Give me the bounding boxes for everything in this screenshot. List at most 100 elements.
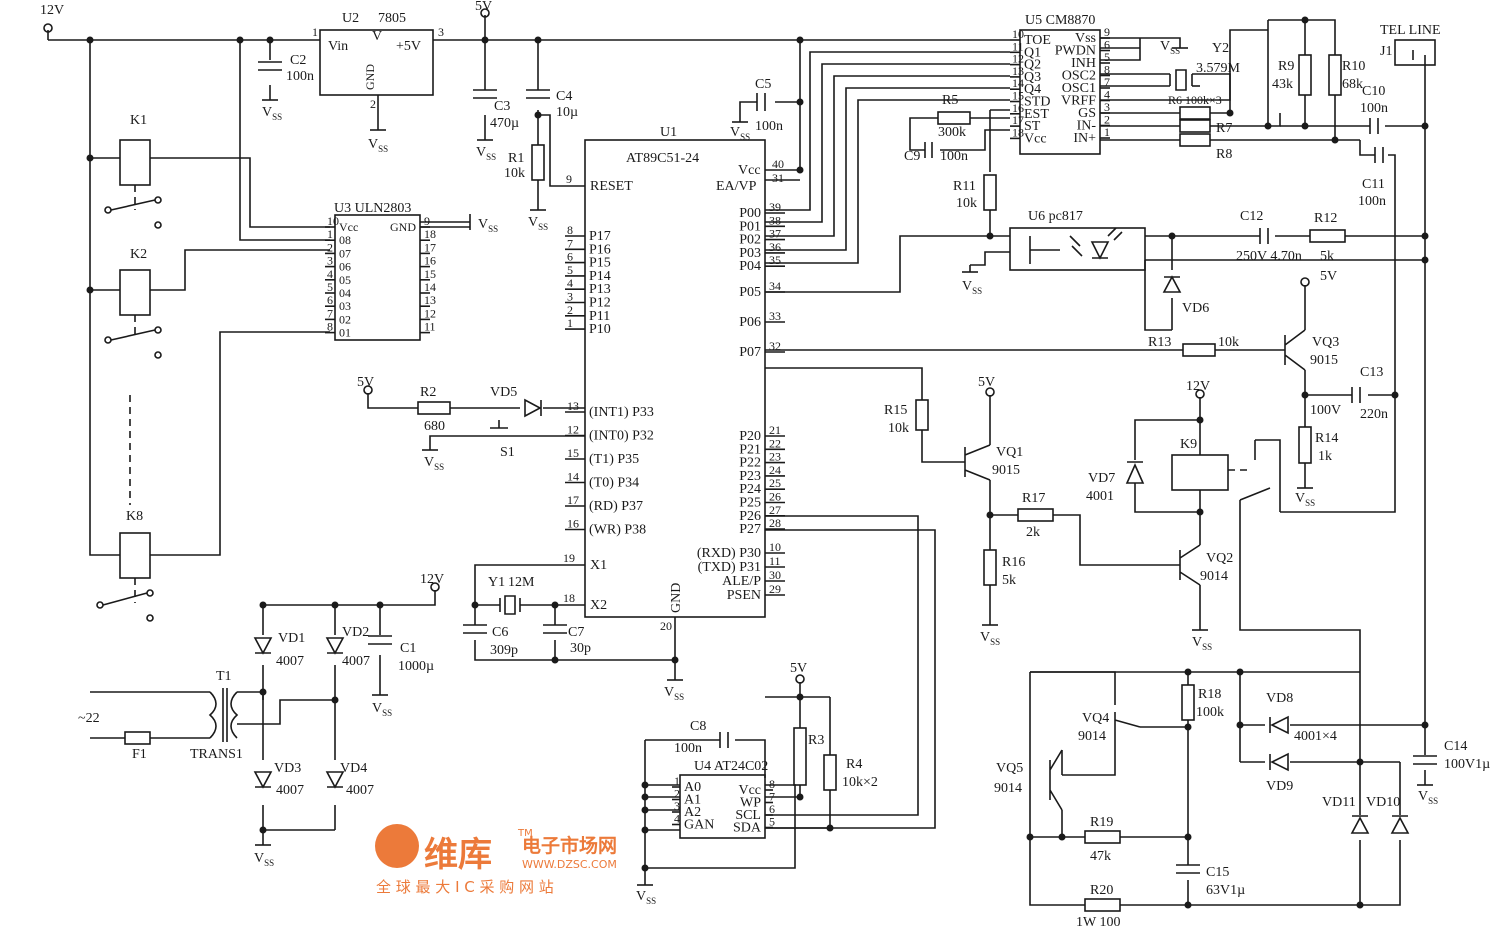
c11-ref: C11 — [1362, 177, 1385, 192]
u5-pin-number: 2 — [1104, 113, 1110, 127]
r4-val: 10k×2 — [842, 775, 878, 790]
u1-pin-name: (T0) P34 — [589, 476, 639, 491]
u2-regulator-body — [319, 29, 434, 96]
u1-pin-number: 12 — [567, 423, 579, 437]
vd8-val: 4001×4 — [1294, 729, 1337, 744]
u2-gnd: GND — [363, 64, 377, 90]
r15-ref: R15 — [884, 403, 907, 418]
c7-ref: C7 — [568, 625, 584, 640]
u1-pin-name: P13 — [589, 282, 611, 297]
u5-pin-number: 9 — [1104, 25, 1110, 39]
vq2-val: 9014 — [1200, 569, 1228, 584]
r3-ref: R3 — [808, 733, 824, 748]
c15-ref: C15 — [1206, 865, 1229, 880]
u3-pin-number: 1 — [327, 227, 333, 241]
u1-pin-name: P23 — [739, 469, 761, 484]
c2-val: 100n — [286, 69, 314, 84]
r16-ref: R16 — [1002, 555, 1025, 570]
u1-pin-name: P11 — [589, 309, 610, 324]
u1-vcc: Vcc — [738, 163, 761, 178]
u1-pin-number: 25 — [769, 476, 781, 490]
r17-ref: R17 — [1022, 491, 1045, 506]
c9-val: 100n — [940, 149, 968, 164]
c1-ref: C1 — [400, 641, 416, 656]
u4-pin-name: GAN — [684, 818, 714, 833]
r19-val: 47k — [1090, 849, 1111, 864]
u3-pin-number: 11 — [424, 320, 436, 334]
vd1-ref: VD1 — [278, 631, 305, 646]
u1-pin-name: P15 — [589, 256, 611, 271]
u1-pin-number: 17 — [567, 493, 579, 507]
vq4-ref: VQ4 — [1082, 711, 1109, 726]
u5-pin-name: IN- — [1077, 119, 1097, 134]
u1-pin9: 9 — [566, 172, 572, 186]
k8-ref: K8 — [126, 509, 143, 524]
u2-v: V — [372, 29, 382, 44]
u1-pin-number: 27 — [769, 503, 781, 517]
u1-pin-name: P00 — [739, 206, 761, 221]
u1-pin18: 18 — [563, 591, 575, 605]
u1-pin-number: 14 — [567, 470, 579, 484]
vss-label: VSS — [1295, 491, 1315, 508]
u1-x1: X1 — [590, 558, 607, 573]
u1-pin-name: (RXD) P30 — [697, 546, 761, 561]
u3-driver-body — [334, 214, 421, 341]
u1-pin40: 40 — [772, 157, 784, 171]
u4-pin-name: A0 — [684, 780, 701, 795]
r12-val: 5k — [1320, 249, 1334, 264]
c1-val: 1000µ — [398, 659, 434, 674]
u5-pin-number: 10 — [1012, 27, 1024, 41]
vss-label: VSS — [262, 105, 282, 122]
k9-relay-coil — [1171, 454, 1229, 491]
u5-pin-name: IN+ — [1073, 131, 1096, 146]
u2-ref: U2 — [342, 11, 359, 26]
u5-pin-number: 16 — [1012, 101, 1024, 115]
v5-label: 5V — [790, 661, 807, 676]
u1-pin-number: 37 — [769, 227, 781, 241]
vq1-val: 9015 — [992, 463, 1020, 478]
vq4-val: 9014 — [1078, 729, 1106, 744]
u1-pin-number: 8 — [567, 223, 573, 237]
u1-pin-name: P12 — [589, 296, 611, 311]
u1-gnd: GND — [669, 583, 684, 613]
vd10-ref: VD10 — [1366, 795, 1400, 810]
t1-name: TRANS1 — [190, 747, 243, 762]
y2-val: 3.579M — [1196, 61, 1241, 76]
u5-pin-number: 4 — [1104, 88, 1110, 102]
u5-pin-name: Vcc — [1024, 131, 1047, 146]
vd5-ref: VD5 — [490, 385, 517, 400]
vq1-ref: VQ1 — [996, 445, 1023, 460]
r5-val: 300k — [938, 125, 966, 140]
vss-label: VSS — [1192, 635, 1212, 652]
r5-ref: R5 — [942, 93, 958, 108]
r11-ref: R11 — [953, 179, 976, 194]
u1-pin-number: 3 — [567, 290, 573, 304]
u3-pin-name: 05 — [339, 273, 351, 287]
diode-symbols — [253, 227, 1410, 834]
vss-label: VSS — [730, 125, 750, 142]
vss-label: VSS — [372, 701, 392, 718]
c5-ref: C5 — [755, 77, 771, 92]
u3-pin-number: 12 — [424, 306, 436, 320]
u1-pin-number: 13 — [567, 399, 579, 413]
u1-pin-name: P24 — [739, 482, 761, 497]
ground-symbols — [255, 47, 1433, 886]
u3-pin-name: 01 — [339, 326, 351, 340]
u5-title: U5 CM8870 — [1025, 13, 1095, 28]
watermark-site: 电子市场网 — [522, 834, 617, 857]
u1-pin-number: 23 — [769, 450, 781, 464]
u4-pin-name: A2 — [684, 805, 701, 820]
u1-mcu-body — [584, 139, 766, 618]
r1-val: 10k — [504, 166, 525, 181]
c3-val: 470µ — [490, 116, 519, 131]
u1-pin-name: P05 — [739, 285, 761, 300]
u4-title: U4 AT24C02 — [694, 759, 768, 774]
u5-pin-name: PWDN — [1055, 44, 1096, 59]
u1-pin-name: (RD) P37 — [589, 499, 643, 514]
u1-pin-number: 15 — [567, 446, 579, 460]
r20-ref: R20 — [1090, 883, 1113, 898]
vq5-val: 9014 — [994, 781, 1022, 796]
c10-val: 100n — [1360, 101, 1388, 116]
vq5-ref: VQ5 — [996, 761, 1023, 776]
u5-pin-name: GS — [1078, 106, 1096, 121]
